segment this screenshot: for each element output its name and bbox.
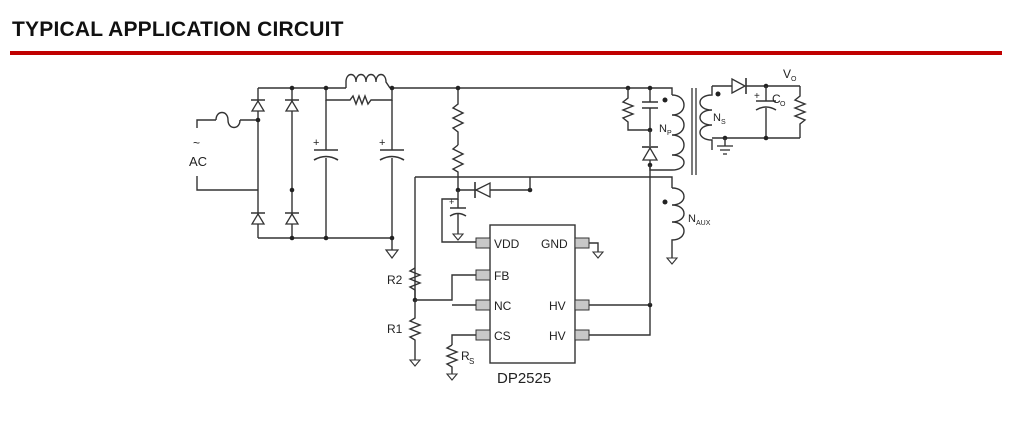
bulk-cap-2-plus: + bbox=[379, 137, 385, 149]
rs-subscript: S bbox=[469, 357, 474, 366]
ac-label: AC bbox=[189, 154, 207, 169]
bulk-capacitor-1: + bbox=[313, 100, 339, 238]
bridge-rectifier bbox=[250, 87, 300, 239]
co-label: C bbox=[772, 92, 781, 106]
bulk-cap-1-plus: + bbox=[313, 137, 319, 149]
clamp-capacitor bbox=[642, 88, 658, 130]
load-resistor bbox=[793, 86, 807, 138]
naux-subscript: AUX bbox=[696, 220, 711, 227]
pin-nc-label: NC bbox=[494, 299, 512, 313]
transformer-primary: N P bbox=[649, 94, 685, 171]
ac-input: ~ AC bbox=[189, 111, 258, 191]
co-subscript: O bbox=[780, 101, 786, 108]
vdd-cap-plus: + bbox=[449, 197, 454, 207]
np-subscript: P bbox=[667, 130, 672, 137]
transformer-secondary: N S bbox=[699, 86, 726, 150]
resistor-r2: R2 bbox=[387, 267, 422, 300]
gnd-pin-wire bbox=[589, 242, 599, 252]
bridge-diode-3 bbox=[250, 212, 266, 225]
vdd-cap-wire bbox=[441, 190, 484, 243]
vo-label: V bbox=[783, 67, 791, 81]
ground-symbol-primary bbox=[384, 249, 400, 259]
ic-part-number: DP2525 bbox=[497, 370, 551, 387]
cs-wire bbox=[451, 334, 476, 345]
vdd-capacitor: + bbox=[449, 197, 467, 241]
clamp-diode bbox=[641, 130, 659, 165]
r1-label: R1 bbox=[387, 322, 403, 336]
pin-vdd-label: VDD bbox=[494, 237, 520, 251]
pin-fb-label: FB bbox=[494, 269, 509, 283]
ns-subscript: S bbox=[721, 119, 726, 126]
output-capacitor: + C O bbox=[754, 86, 786, 138]
bridge-diode-1 bbox=[250, 99, 266, 112]
clamp-top-wire bbox=[628, 87, 673, 95]
resistor-r1: R1 bbox=[387, 300, 422, 367]
pin-hv2-label: HV bbox=[549, 329, 566, 343]
section-title: TYPICAL APPLICATION CIRCUIT bbox=[12, 18, 344, 41]
output-diode bbox=[731, 77, 747, 95]
ac-tilde: ~ bbox=[193, 136, 200, 150]
vo-subscript: O bbox=[791, 76, 797, 83]
clamp-resistor bbox=[621, 88, 650, 131]
pin-gnd-label: GND bbox=[541, 237, 568, 251]
startup-resistor-lower bbox=[451, 144, 465, 190]
pi-filter-resistor bbox=[325, 88, 393, 106]
ground-symbol-secondary bbox=[717, 138, 733, 155]
naux-label: N bbox=[688, 213, 696, 225]
pin-cs-label: CS bbox=[494, 329, 511, 343]
transformer-aux: N AUX bbox=[529, 176, 711, 265]
r2-label: R2 bbox=[387, 273, 403, 287]
ground-symbol-ic bbox=[591, 251, 605, 259]
fb-wire bbox=[415, 274, 476, 301]
bulk-capacitor-2: + bbox=[379, 100, 405, 250]
pin-hv1-label: HV bbox=[549, 299, 566, 313]
startup-resistor-upper bbox=[451, 88, 465, 145]
pi-filter-inductor bbox=[345, 73, 391, 89]
transformer-core bbox=[691, 88, 697, 175]
rs-label: R bbox=[461, 349, 470, 363]
bridge-diode-2 bbox=[284, 99, 300, 112]
resistor-rs: R S bbox=[445, 344, 474, 381]
ic-dp2525: VDD FB NC CS GND HV HV DP2525 bbox=[475, 224, 590, 387]
np-label: N bbox=[659, 123, 667, 135]
ns-label: N bbox=[713, 112, 721, 124]
hv-wire-2 bbox=[589, 305, 651, 336]
co-plus: + bbox=[754, 91, 760, 102]
title-rule bbox=[10, 51, 1002, 55]
bridge-diode-4 bbox=[284, 212, 300, 225]
aux-diode bbox=[474, 181, 491, 199]
